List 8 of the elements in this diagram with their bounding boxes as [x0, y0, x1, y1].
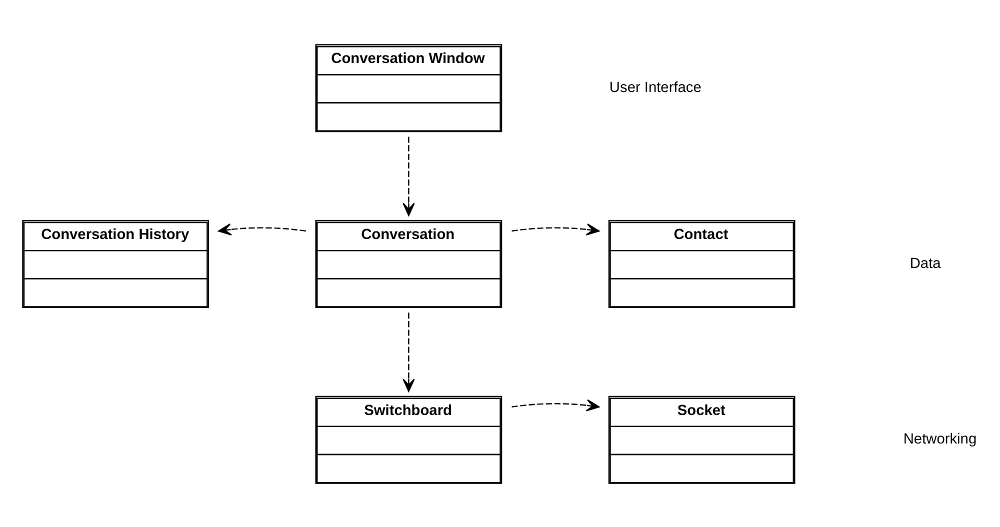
arrow — [218, 222, 306, 236]
arrow — [512, 398, 600, 411]
label: User Interface — [609, 79, 702, 96]
arrow — [512, 222, 600, 236]
arrow — [402, 136, 415, 216]
label: Networking — [903, 431, 977, 448]
arrow — [402, 312, 415, 392]
label: Data — [910, 255, 941, 272]
